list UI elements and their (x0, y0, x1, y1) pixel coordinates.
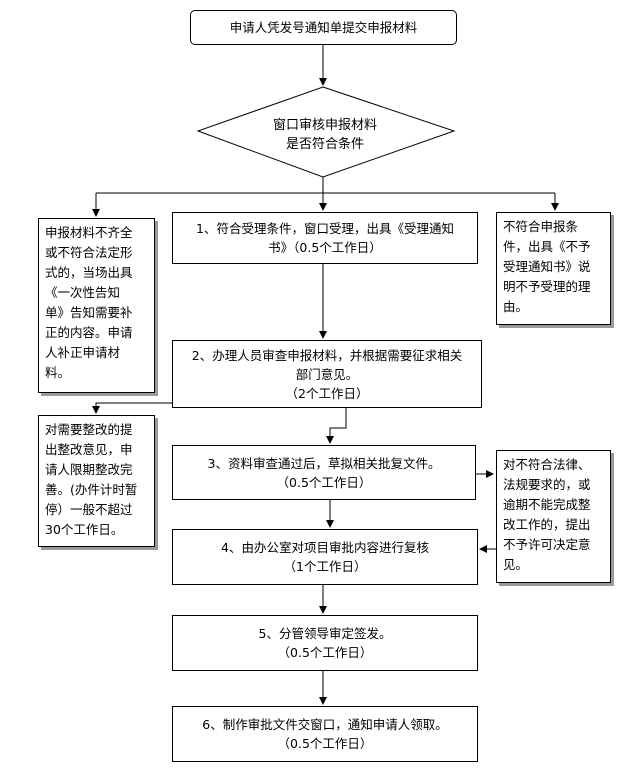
start-text: 申请人凭发号通知单提交申报材料 (229, 20, 418, 35)
step6-box: 6、制作审批文件交窗口，通知申请人领取。 （0.5个工作日） (172, 706, 478, 762)
incomplete-materials-box: 申报材料不齐全 或不符合法定形 式的，当场出具 《一次性告知 单》告知需要补 正… (38, 218, 155, 393)
decision-text: 窗口审核申报材料 是否符合条件 (272, 118, 377, 152)
rectify-box: 对需要整改的提 出整改意见，申 请人限期整改完 善。(办件计时暂 停）一般不超过… (38, 415, 155, 547)
step5-box: 5、分管领导审定签发。 （0.5个工作日） (172, 615, 478, 671)
reject-box: 不符合申报条 件，出具《不予 受理通知书》说 明不予受理的理 由。 (496, 212, 611, 325)
step3-box: 3、资料审查通过后，草拟相关批复文件。 （0.5个工作日） (172, 445, 476, 500)
step2-box: 2、办理人员审查申报材料，并根据需要征求相关 部门意见。 （2个工作日） (172, 340, 482, 408)
deny-box: 对不符合法律、 法规要求的，或 逾期不能完成整 改工作的，提出 不予许可决定意 … (496, 450, 611, 583)
start-box: 申请人凭发号通知单提交申报材料 (190, 10, 457, 45)
arrow-to-rectify (92, 402, 172, 414)
arrow-step2-to-step3 (326, 408, 347, 444)
step4-box: 4、由办公室对项目审批内容进行复核 （1个工作日） (172, 529, 478, 585)
step1-box: 1、符合受理条件，窗口受理，出具《受理通知 书》（0.5个工作日） (172, 212, 478, 264)
